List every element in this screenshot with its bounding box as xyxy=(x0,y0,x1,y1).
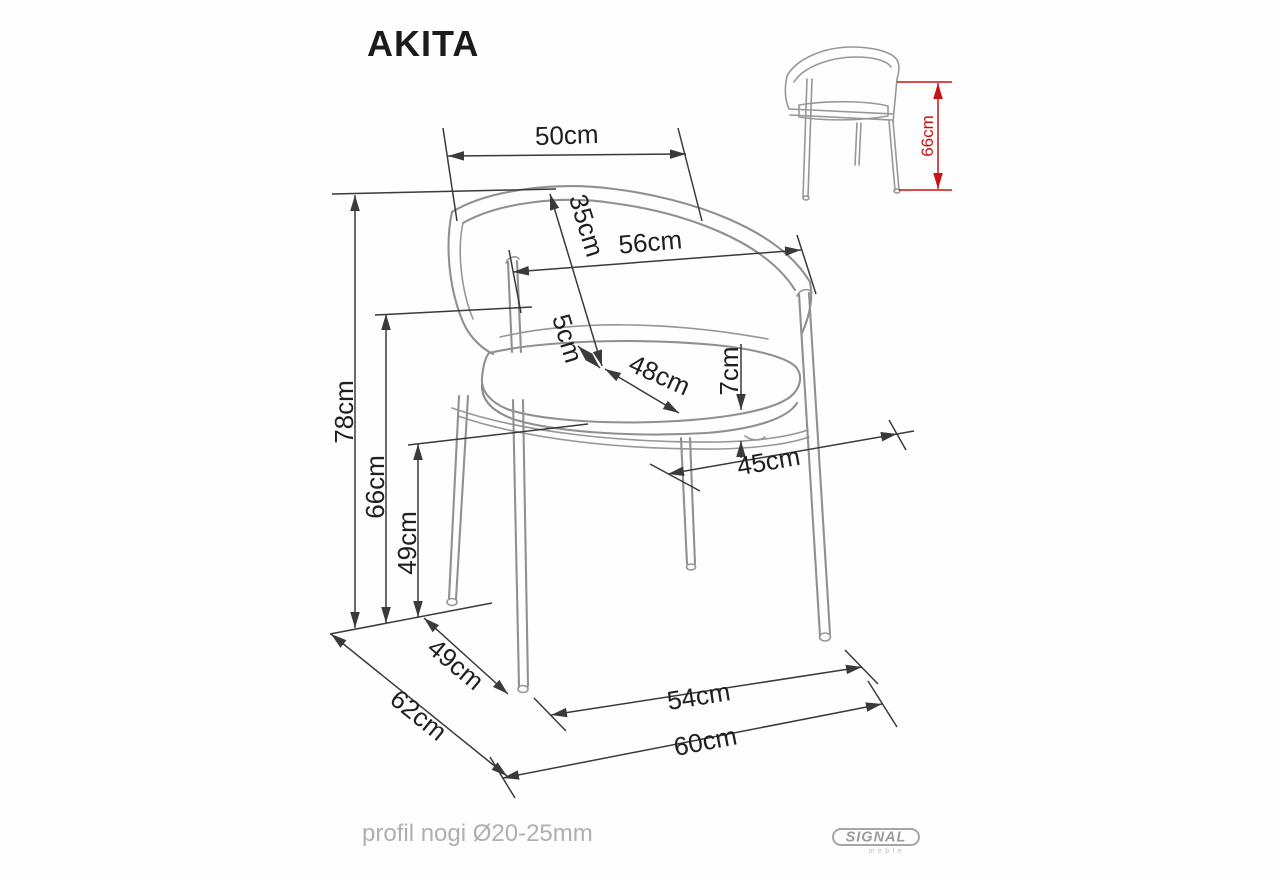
extension-line xyxy=(442,127,458,222)
dim-label-backrest-seat-gap: 5cm xyxy=(546,310,589,366)
dim-label-cushion-thickness: 7cm xyxy=(714,346,744,395)
dim-top-width: 50cm xyxy=(442,119,703,222)
seat-cushion-top xyxy=(480,339,802,424)
dimension-arrow xyxy=(512,246,802,276)
front-right-leg xyxy=(797,292,822,638)
dim-inner-width: 56cm xyxy=(508,224,817,314)
front-right-foot xyxy=(818,632,832,642)
extension-line xyxy=(867,680,898,728)
sv-right-leg xyxy=(888,120,896,191)
sv-mid-leg xyxy=(854,122,858,166)
front-left-leg xyxy=(521,398,530,688)
sv-foot xyxy=(802,195,810,201)
dim-label-seat-height: 49cm xyxy=(392,511,422,575)
dimension-arrow xyxy=(330,633,508,777)
ground-reference-line xyxy=(329,602,493,635)
dim-label-back-height-side-view: 66cm xyxy=(918,115,937,157)
backrest-outer-edge xyxy=(450,185,813,335)
front-right-leg xyxy=(807,291,832,636)
dimension-arrow xyxy=(549,193,603,367)
dim-armrest-height: 66cm xyxy=(360,306,533,623)
dim-side-depth: 62cm xyxy=(330,633,508,777)
sv-rear-post xyxy=(807,78,813,198)
dim-back-height-side-view: 66cm xyxy=(897,81,952,191)
sv-backrest-outer xyxy=(786,46,900,123)
leg-profile-note: profil nogi Ø20-25mm xyxy=(362,820,593,847)
seat-glide-detail xyxy=(744,435,766,441)
dim-total-height: 78cm xyxy=(329,188,557,628)
sv-right-leg xyxy=(892,120,900,191)
back-right-leg xyxy=(679,436,689,566)
dim-label-front-span: 49cm xyxy=(422,632,490,696)
dim-seat-diag: 48cm xyxy=(604,348,695,414)
backrest-bottom-edge xyxy=(499,324,769,340)
dimension-arrow xyxy=(604,368,680,414)
logo-wordmark: SIGNAL xyxy=(846,830,907,846)
back-left-leg xyxy=(454,394,470,601)
extension-line xyxy=(677,127,703,222)
brand-logo: SIGNAL meble xyxy=(832,828,920,855)
backrest-left-inner-edge xyxy=(459,222,474,320)
sv-mid-leg xyxy=(858,122,862,166)
dim-label-total-height: 78cm xyxy=(329,380,359,444)
left-arm-post xyxy=(506,260,514,354)
extension-line xyxy=(331,188,557,195)
sv-rear-post xyxy=(802,78,808,198)
right-arm-post-cap xyxy=(796,288,813,297)
extension-line xyxy=(489,756,516,799)
extension-line xyxy=(796,234,817,295)
dim-label-side-depth: 62cm xyxy=(385,683,453,746)
dim-label-seat-depth: 45cm xyxy=(735,441,803,482)
sv-backrest-left-edge xyxy=(784,75,790,110)
dimension-arrow xyxy=(502,702,883,780)
sv-seat-cushion xyxy=(798,100,889,121)
dimension-arrow xyxy=(447,149,687,161)
page-title: AKITA xyxy=(367,23,479,64)
extension-line xyxy=(533,697,567,732)
dim-label-base-width: 54cm xyxy=(665,676,732,716)
dim-cushion-thickness: 7cm xyxy=(714,344,746,458)
dim-seat-height: 49cm xyxy=(392,423,589,617)
dim-base-width: 54cm xyxy=(533,649,879,732)
dim-label-overall-width: 60cm xyxy=(671,720,739,762)
front-left-foot xyxy=(517,684,529,694)
dimension-arrow xyxy=(667,432,898,476)
back-left-leg xyxy=(447,394,461,601)
backrest-left-edge xyxy=(447,210,495,356)
dimension-arrow xyxy=(577,345,601,369)
sv-seat-rail xyxy=(789,108,894,115)
dim-label-armrest-height: 66cm xyxy=(360,455,390,519)
dim-backrest-seat-gap: 5cm xyxy=(546,310,601,369)
extension-line xyxy=(888,419,907,451)
extension-line xyxy=(508,249,522,314)
dim-label-inner-width: 56cm xyxy=(617,224,683,259)
logo-subtext: meble xyxy=(869,848,906,855)
dim-label-top-width: 50cm xyxy=(534,119,599,151)
extension-line xyxy=(896,430,915,435)
front-left-leg xyxy=(511,398,521,689)
extension-line xyxy=(374,306,533,316)
back-right-foot xyxy=(685,563,697,571)
dim-seat-depth: 45cm xyxy=(649,419,915,492)
logo-outline xyxy=(832,828,920,846)
dim-front-span: 49cm xyxy=(422,617,509,696)
back-right-leg xyxy=(688,436,697,566)
extension-line xyxy=(407,423,589,446)
back-left-foot xyxy=(446,597,458,607)
dim-label-seat-diag: 48cm xyxy=(625,348,695,401)
sv-foot xyxy=(893,188,901,194)
sv-backrest-inner xyxy=(793,56,892,83)
side-view-chair-drawing xyxy=(784,46,901,201)
extension-line xyxy=(649,463,701,492)
sv-seat-rail xyxy=(789,114,893,121)
seat-cushion-front-edge xyxy=(480,382,799,436)
